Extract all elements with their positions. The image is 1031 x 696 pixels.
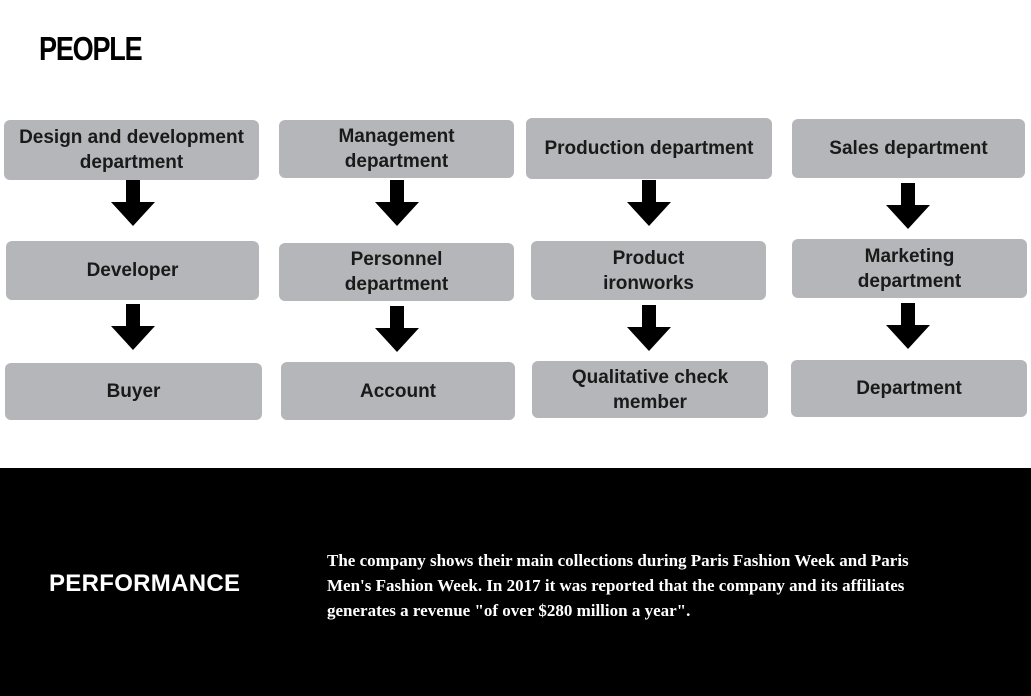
box-account: Account [281,362,515,420]
down-arrow-icon [111,180,155,226]
down-arrow-icon [627,305,671,351]
down-arrow-icon [111,304,155,350]
performance-title: PERFORMANCE [49,570,241,597]
box-production: Production department [526,118,772,179]
box-management: Management department [279,120,514,178]
down-arrow-icon [886,303,930,349]
page-title: PEOPLE [39,30,143,67]
box-sales: Sales department [792,119,1025,178]
box-personnel: Personnel department [279,243,514,301]
down-arrow-icon [375,180,419,226]
box-product-ironworks: Product ironworks [531,241,766,300]
box-marketing: Marketing department [792,239,1027,298]
box-buyer: Buyer [5,363,262,420]
box-department: Department [791,360,1027,417]
down-arrow-icon [627,180,671,226]
box-qualitative-check: Qualitative check member [532,361,768,418]
box-design-development: Design and development department [4,120,259,180]
box-developer: Developer [6,241,259,300]
performance-section [0,468,1031,696]
down-arrow-icon [375,306,419,352]
down-arrow-icon [886,183,930,229]
performance-text: The company shows their main collections… [327,551,909,620]
